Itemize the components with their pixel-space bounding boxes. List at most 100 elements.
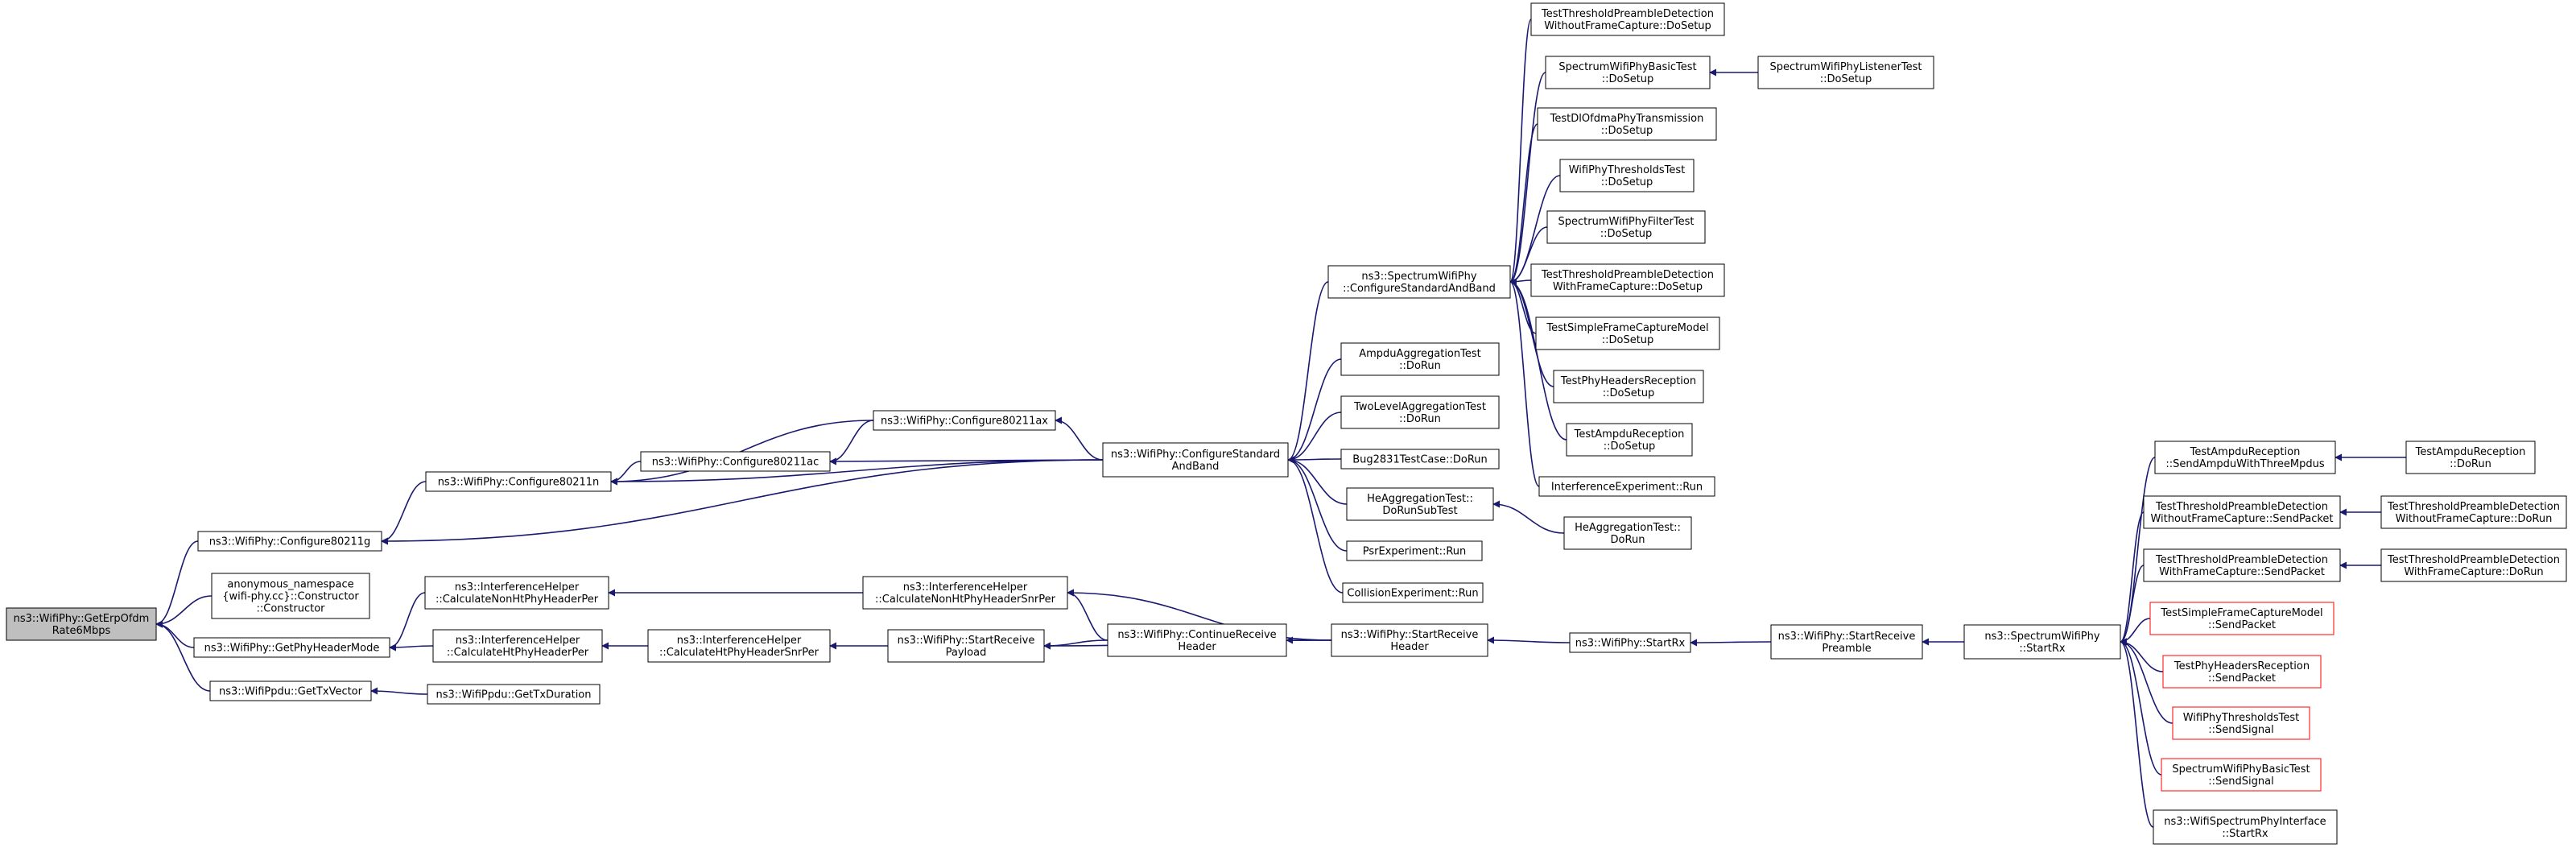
node-box [640,451,831,472]
node-twolevelaggregationtest-dorun[interactable]: TwoLevelAggregationTest::DoRun [1340,395,1500,429]
node-ns3-wifiphy-configure80211g[interactable]: ns3::WifiPhy::Configure80211g [197,531,382,552]
node-box [1553,370,1704,403]
node-wifiphythresholdstest-sendsignal[interactable]: WifiPhyThresholdsTest::SendSignal [2172,706,2310,740]
node-box [1569,632,1691,653]
node-label-line: ns3::WifiPhy::Configure80211g [209,536,371,548]
node-box [887,629,1045,663]
node-testsimpleframecapturemodel-sendpacket[interactable]: TestSimpleFrameCaptureModel::SendPacket [2149,602,2334,635]
node-box [2143,548,2341,582]
node-testthresholdpreambledetection-withframecapture-sendpacket[interactable]: TestThresholdPreambleDetectionWithFrameC… [2143,548,2341,582]
node-box [2161,758,2322,792]
node-heaggregationtest-dorunsubtest[interactable]: HeAggregationTest::DoRunSubTest [1346,487,1494,521]
node-testthresholdpreambledetection-withframecapture-dorun[interactable]: TestThresholdPreambleDetectionWithFrameC… [2380,548,2567,582]
node-ns3-wifiphy-configurestandard-andband[interactable]: ns3::WifiPhy::ConfigureStandardAndBand [1102,442,1289,478]
node-testphyheadersreception-dosetup[interactable]: TestPhyHeadersReception::DoSetup [1553,370,1704,403]
node-ns3-wifispectrumphyinterface-startrx[interactable]: ns3::WifiSpectrumPhyInterface::StartRx [2153,809,2338,845]
node-label-line: ::CalculateNonHtPhyHeaderPer [436,594,599,606]
node-spectrumwifiphybasictest-sendsignal[interactable]: SpectrumWifiPhyBasicTest::SendSignal [2161,758,2322,792]
node-label-line: SpectrumWifiPhyListenerTest [1769,61,1922,73]
node-ampduaggregationtest-dorun[interactable]: AmpduAggregationTest::DoRun [1340,342,1500,376]
node-testsimpleframecapturemodel-dosetup[interactable]: TestSimpleFrameCaptureModel::DoSetup [1535,316,1720,350]
node-label-line: Header [1390,641,1429,653]
node-label-line: DoRun [1611,534,1645,546]
edge-n7-to-n3 [389,643,434,652]
node-label-line: ns3::WifiPhy::ContinueReceive [1117,629,1276,641]
edge-n21-to-n15 [1287,456,1348,505]
node-ns3-wifiphy-configure80211ax[interactable]: ns3::WifiPhy::Configure80211ax [873,410,1056,431]
node-label-line: WifiPhyThresholdsTest [2183,712,2300,724]
node-testdlofdmaphytransmission-dosetup[interactable]: TestDlOfdmaPhyTransmission::DoSetup [1537,107,1717,141]
node-box [427,684,601,705]
edge-n4-to-n0 [155,620,211,692]
node-testthresholdpreambledetection-withframecapture-dosetup[interactable]: TestThresholdPreambleDetectionWithFrameC… [1530,263,1725,297]
node-box [1102,442,1289,478]
edge-n22-to-n15 [1287,456,1348,552]
node-anonymous-namespace-wifi-phy-cc-constructor-constructor[interactable]: anonymous_namespace{wifi-phy.cc}::Constr… [211,573,370,619]
node-label-line: ::DoSetup [1601,125,1653,137]
node-ns3-wifiphy-configure80211ac[interactable]: ns3::WifiPhy::Configure80211ac [640,451,831,472]
node-psrexperiment-run[interactable]: PsrExperiment::Run [1346,540,1483,561]
node-ns3-interferencehelper-calculatehtphyheaderper[interactable]: ns3::InterferenceHelper::CalculateHtPhyH… [432,629,603,663]
node-ns3-spectrumwifiphy-startrx[interactable]: ns3::SpectrumWifiPhy::StartRx [1963,624,2121,660]
node-label-line: TestAmpduReception [2415,446,2526,458]
node-label-line: AndBand [1172,461,1220,473]
node-label-line: Rate6Mbps [52,625,111,637]
node-testthresholdpreambledetection-withoutframecapture-sendpacket[interactable]: TestThresholdPreambleDetectionWithoutFra… [2143,495,2341,529]
node-box [1963,624,2121,660]
node-heaggregationtest-dorun[interactable]: HeAggregationTest::DoRun [1563,516,1692,550]
node-testampdureception-sendampduwiththreempdus[interactable]: TestAmpduReception::SendAmpduWithThreeMp… [2154,441,2336,474]
node-ns3-interferencehelper-calculatehtphyheadersnrper[interactable]: ns3::InterferenceHelper::CalculateHtPhyH… [647,629,831,663]
node-ns3-interferencehelper-calculatenonhtphyheaderper[interactable]: ns3::InterferenceHelper::CalculateNonHtP… [424,576,609,610]
node-box [1107,623,1287,657]
node-label-line: HeAggregationTest:: [1575,522,1681,534]
node-collisionexperiment-run[interactable]: CollisionExperiment::Run [1342,582,1484,603]
node-ns3-wifiphy-getphyheadermode[interactable]: ns3::WifiPhy::GetPhyHeaderMode [193,637,390,658]
node-box [1530,263,1725,297]
node-box [209,680,372,701]
node-label-line: TestSimpleFrameCaptureModel [2160,607,2322,619]
node-testthresholdpreambledetection-withoutframecapture-dorun[interactable]: TestThresholdPreambleDetectionWithoutFra… [2380,495,2567,529]
node-spectrumwifiphybasictest-dosetup[interactable]: SpectrumWifiPhyBasicTest::DoSetup [1545,56,1711,89]
node-box [1340,342,1500,376]
edge-n25-to-n17 [1509,19,1532,286]
node-testphyheadersreception-sendpacket[interactable]: TestPhyHeadersReception::SendPacket [2162,655,2322,689]
node-label-line: SpectrumWifiPhyFilterTest [1558,216,1695,228]
node-box [2380,548,2567,582]
node-label-line: ::DoRun [2450,458,2491,470]
node-label-line: ::ConfigureStandardAndBand [1343,283,1496,295]
node-ns3-spectrumwifiphy-configurestandardandband[interactable]: ns3::SpectrumWifiPhy::ConfigureStandardA… [1327,265,1511,299]
node-box [2153,809,2338,845]
node-label-line: ns3::WifiPhy::StartReceive [898,635,1035,647]
edge-n33-to-n17 [1509,278,1567,441]
node-ns3-wifippdu-gettxvector[interactable]: ns3::WifiPpdu::GetTxVector [209,680,372,701]
node-ns3-interferencehelper-calculatenonhtphyheadersnrper[interactable]: ns3::InterferenceHelper::CalculateNonHtP… [862,576,1068,610]
node-spectrumwifiphylistenertest-dosetup[interactable]: SpectrumWifiPhyListenerTest::DoSetup [1757,56,1934,89]
node-bug2831testcase-dorun[interactable]: Bug2831TestCase::DoRun [1340,449,1500,470]
node-box [1566,423,1693,457]
node-label-line: ::DoSetup [1600,228,1653,240]
node-testampdureception-dosetup[interactable]: TestAmpduReception::DoSetup [1566,423,1693,457]
edge-n2-to-n0 [155,595,213,628]
node-label-line: ns3::WifiPhy::StartRx [1575,638,1686,650]
node-interferenceexperiment-run[interactable]: InterferenceExperiment::Run [1538,476,1715,497]
node-ns3-wifiphy-configure80211n[interactable]: ns3::WifiPhy::Configure80211n [425,471,612,492]
node-testthresholdpreambledetection-withoutframecapture-dosetup[interactable]: TestThresholdPreambleDetectionWithoutFra… [1530,2,1725,36]
node-label-line: Bug2831TestCase::DoRun [1352,454,1488,466]
node-spectrumwifiphyfiltertest-dosetup[interactable]: SpectrumWifiPhyFilterTest::DoSetup [1546,210,1706,244]
edge-n27-to-n17 [1509,123,1538,286]
node-label-line: ns3::WifiSpectrumPhyInterface [2164,816,2326,828]
node-label-line: ::DoSetup [1603,387,1655,399]
node-label-line: ns3::WifiPhy::Configure80211ac [652,457,819,469]
node-label-line: ::SendAmpduWithThreeMpdus [2165,458,2325,470]
node-ns3-wifippdu-gettxduration[interactable]: ns3::WifiPpdu::GetTxDuration [427,684,601,705]
node-wifiphythresholdstest-dosetup[interactable]: WifiPhyThresholdsTest::DoSetup [1559,159,1695,192]
node-label-line: ns3::WifiPhy::Configure80211n [438,477,600,489]
node-testampdureception-dorun[interactable]: TestAmpduReception::DoRun [2405,441,2536,474]
node-ns3-wifiphy-startrx[interactable]: ns3::WifiPhy::StartRx [1569,632,1691,653]
